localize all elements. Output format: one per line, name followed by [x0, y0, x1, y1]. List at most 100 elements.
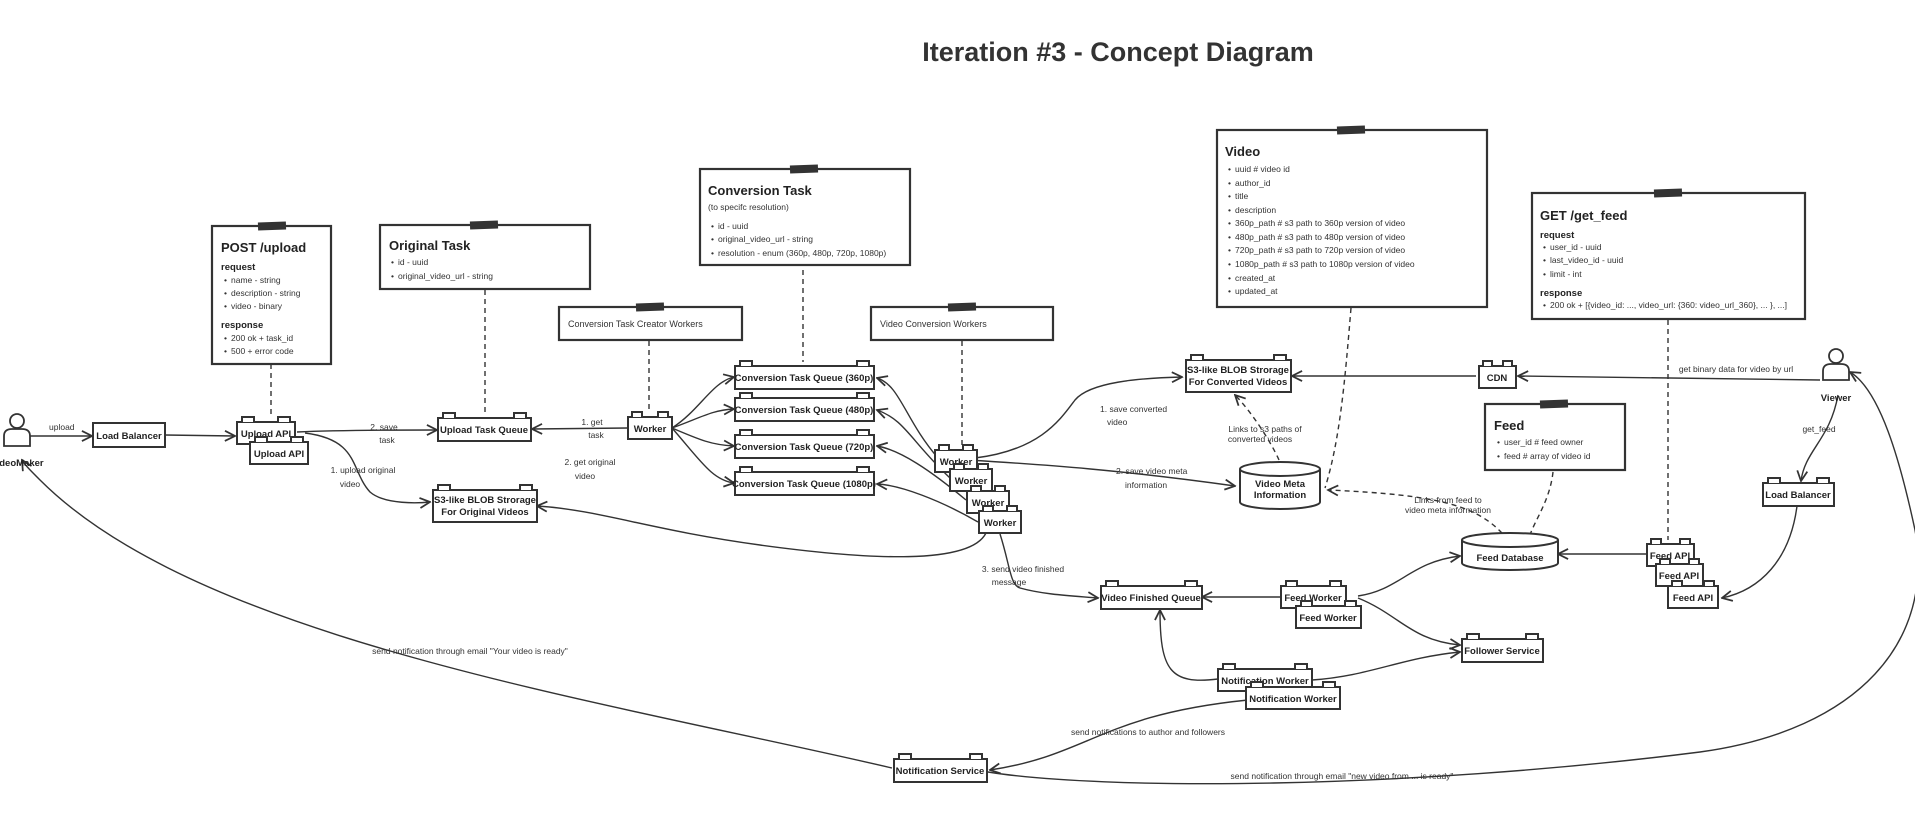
note-title: Conversion Task Creator Workers	[568, 319, 703, 329]
conversion-worker-4[interactable]: Worker	[978, 505, 1022, 534]
upload-api-1[interactable]: Upload API	[236, 416, 296, 445]
component-frame	[1461, 638, 1544, 663]
component-frame	[1667, 585, 1719, 609]
component-tabs	[953, 463, 989, 469]
conversion-worker-1[interactable]: Worker	[934, 444, 978, 473]
actor-label: VideoMaker	[0, 458, 44, 469]
upload-task-queue[interactable]: Upload Task Queue	[437, 412, 532, 442]
feed-database[interactable]: Feed Database	[1461, 532, 1559, 571]
note-bullet: •	[711, 221, 714, 231]
note-post-upload-frame	[210, 224, 333, 366]
component-label: Worker	[955, 476, 988, 487]
component-label: Load Balancer	[1765, 490, 1831, 501]
component-tabs	[1466, 633, 1539, 639]
component-tabs	[1222, 663, 1308, 669]
actor-video-maker[interactable]: VideoMaker	[0, 413, 44, 469]
label-get-feed: get_feed	[1802, 424, 1835, 434]
note-item: user_id # feed owner	[1504, 437, 1584, 447]
component-frame	[1245, 686, 1341, 710]
note-title: Conversion Task	[708, 183, 813, 198]
component-label: Feed Worker	[1284, 593, 1342, 604]
video-finished-queue[interactable]: Video Finished Queue	[1100, 580, 1203, 610]
note-bullet: •	[224, 346, 227, 356]
blob-storage-converted[interactable]: S3-like BLOB Strorage For Converted Vide…	[1185, 354, 1292, 393]
component-label: Worker	[940, 457, 973, 468]
edge-save-task	[296, 430, 437, 432]
component-tabs	[1659, 558, 1700, 564]
edge-get-feed	[1801, 394, 1839, 481]
notification-worker-2[interactable]: Notification Worker	[1245, 681, 1341, 710]
edge-notifworker-vfq	[1160, 610, 1219, 681]
component-frame	[734, 471, 875, 496]
note-item: feed # array of video id	[1504, 451, 1591, 461]
edge-viewer-cdn	[1518, 376, 1821, 380]
feed-worker-1[interactable]: Feed Worker	[1280, 580, 1347, 609]
label-save-converted-1: 1. save converted	[1100, 404, 1167, 414]
note-title: POST /upload	[221, 240, 306, 255]
database-top	[1239, 461, 1321, 477]
conversion-queue-720p[interactable]: Conversion Task Queue (720p)	[734, 429, 875, 459]
edge-save-meta	[967, 459, 1235, 486]
note-item: video - binary	[231, 301, 283, 311]
note-bullet: •	[224, 288, 227, 298]
component-label: Follower Service	[1464, 646, 1540, 657]
label-send-finished-2: message	[992, 577, 1027, 587]
dash-video-meta	[1324, 307, 1352, 489]
component-label-line1: S3-like BLOB Strorage	[1187, 365, 1289, 376]
feed-worker-2[interactable]: Feed Worker	[1295, 600, 1362, 629]
component-tabs	[982, 505, 1018, 511]
component-frame	[734, 397, 875, 422]
note-item: author_id	[1235, 178, 1271, 188]
note-item: title	[1235, 191, 1249, 201]
edge-notify-maker	[22, 460, 893, 769]
label-get-task-2: task	[588, 430, 604, 440]
video-meta-database[interactable]: Video Meta Information	[1239, 461, 1321, 510]
edge-worker-q360	[877, 378, 939, 459]
note-item: created_at	[1235, 273, 1276, 283]
note-bullet: •	[1543, 269, 1546, 279]
feed-api-1[interactable]: Feed API	[1646, 538, 1695, 567]
feed-api-3[interactable]: Feed API	[1667, 580, 1719, 609]
conversion-queue-480p[interactable]: Conversion Task Queue (480p)	[734, 392, 875, 422]
blob-storage-original[interactable]: S3-like BLOB Strorage For Original Video…	[432, 484, 538, 523]
component-label: Upload API	[254, 449, 304, 460]
actor-body-icon	[1822, 363, 1850, 381]
note-get-feed-frame	[1530, 191, 1807, 321]
follower-service[interactable]: Follower Service	[1461, 633, 1544, 663]
component-label: Worker	[984, 518, 1017, 529]
feed-api-2[interactable]: Feed API	[1655, 558, 1704, 587]
label-upload-original-2: video	[340, 479, 361, 489]
component-frame	[1185, 359, 1292, 393]
edge-send-finished	[999, 533, 1098, 598]
conversion-queue-360p[interactable]: Conversion Task Queue (360p)	[734, 360, 875, 390]
upload-api-2[interactable]: Upload API	[249, 436, 309, 465]
component-frame	[734, 365, 875, 390]
edge-get-task	[532, 428, 629, 429]
load-balancer-right[interactable]: Load Balancer	[1762, 477, 1835, 507]
edge-creator-q480	[671, 409, 734, 429]
note-bullet: •	[1228, 218, 1231, 228]
component-frame	[432, 489, 538, 523]
note-item: id - uuid	[398, 257, 429, 267]
note-video: Video • uuid # video id • author_id • ti…	[1215, 125, 1489, 309]
note-bullet: •	[711, 234, 714, 244]
note-bullet: •	[1228, 232, 1231, 242]
note-bullet: •	[1228, 286, 1231, 296]
actor-viewer[interactable]: Viewer	[1821, 348, 1852, 404]
label-save-task-2: task	[379, 435, 395, 445]
dash-links-feed	[1328, 490, 1509, 541]
note-bullet: •	[1228, 259, 1231, 269]
conversion-queue-1080p[interactable]: Conversion Task Queue (1080p)	[732, 466, 876, 496]
load-balancer-left[interactable]: Load Balancer	[92, 422, 166, 448]
note-item: last_video_id - uuid	[1550, 255, 1624, 265]
component-frame	[893, 758, 988, 783]
note-creator-workers: Conversion Task Creator Workers	[557, 302, 744, 342]
cdn[interactable]: CDN	[1478, 360, 1517, 389]
notification-service[interactable]: Notification Service	[893, 753, 988, 783]
diagram-title: Iteration #3 - Concept Diagram	[922, 37, 1314, 67]
label-get-binary: get binary data for video by url	[1679, 364, 1793, 374]
conversion-worker-3[interactable]: Worker	[966, 485, 1010, 514]
creator-worker[interactable]: Worker	[627, 411, 673, 440]
